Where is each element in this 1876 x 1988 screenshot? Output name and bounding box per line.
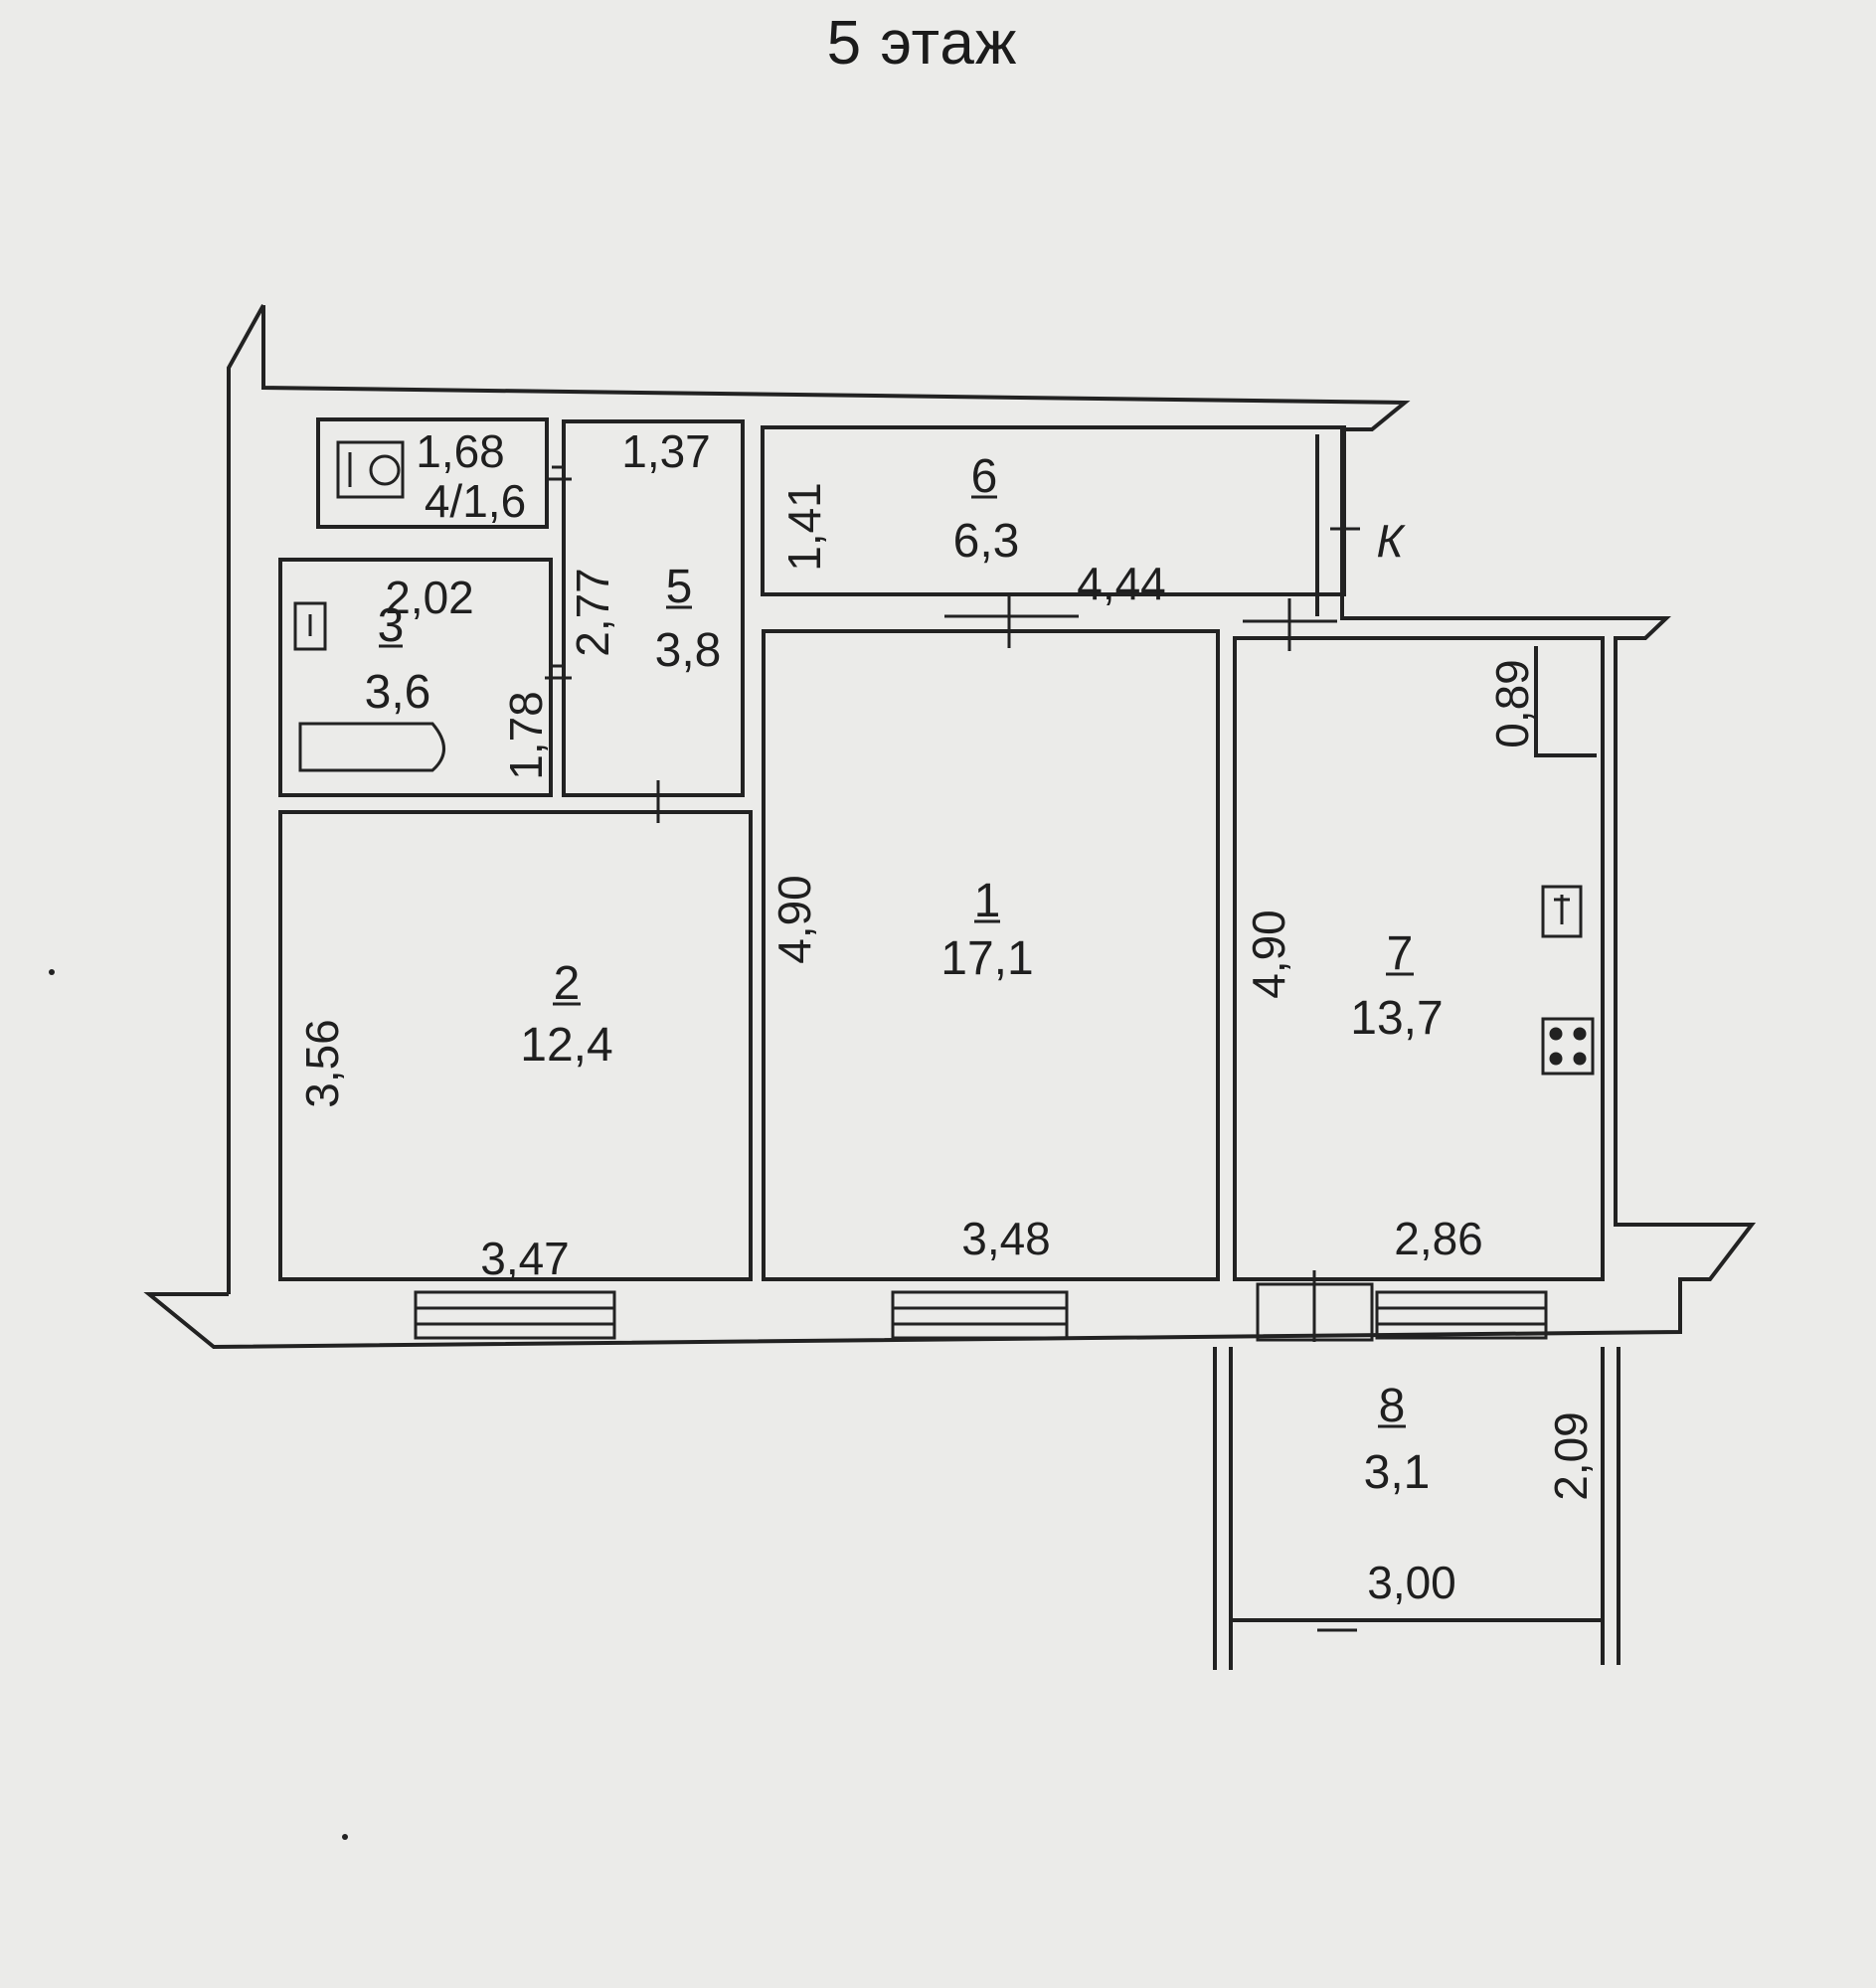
room-2-width: 3,47 bbox=[480, 1233, 570, 1284]
room-7-width: 2,86 bbox=[1394, 1213, 1483, 1264]
room-1-area: 17,1 bbox=[940, 932, 1033, 985]
toilet-icon bbox=[336, 440, 405, 499]
room-8-width: 3,00 bbox=[1367, 1557, 1456, 1608]
room-6-depth: 1,41 bbox=[778, 482, 830, 572]
room-2-depth: 3,56 bbox=[296, 1019, 348, 1108]
room-1-width: 3,48 bbox=[961, 1213, 1051, 1264]
room-1-outline bbox=[762, 629, 1220, 1281]
room-6-number: 6 bbox=[971, 450, 998, 503]
fixtures bbox=[293, 440, 1595, 1076]
room-2-outline bbox=[278, 810, 753, 1281]
room-outlines bbox=[278, 417, 1620, 1670]
room-6-area: 6,3 bbox=[953, 515, 1020, 568]
kitchen-sink-icon bbox=[1541, 885, 1583, 938]
room-6-width: 4,44 bbox=[1077, 558, 1166, 609]
room-5-depth: 2,77 bbox=[567, 568, 618, 657]
room-7-niche bbox=[1534, 646, 1597, 757]
room-3-number: 3 bbox=[378, 599, 405, 652]
room-3-area: 3,6 bbox=[365, 666, 431, 719]
stove-icon bbox=[1541, 1017, 1595, 1076]
room-4-outline bbox=[316, 417, 549, 529]
floor-title: 5 этаж bbox=[826, 9, 1018, 78]
dimension-labels: 1,68 1,37 2,02 4,44 3,47 3,48 2,86 3,00 … bbox=[296, 425, 1597, 1608]
room-5-width: 1,37 bbox=[621, 425, 711, 477]
windows bbox=[414, 1270, 1548, 1342]
room-8-number: 8 bbox=[1379, 1380, 1406, 1432]
outer-walls bbox=[143, 304, 1757, 1350]
room-7-number: 7 bbox=[1387, 927, 1414, 980]
doors bbox=[545, 465, 1360, 1632]
scan-dot bbox=[49, 969, 55, 975]
room-1-number: 1 bbox=[974, 875, 1001, 927]
room-4-label: 4/1,6 bbox=[425, 475, 526, 527]
room-3-depth: 1,78 bbox=[500, 691, 552, 780]
bathtub-icon bbox=[298, 722, 445, 772]
balcony-outline bbox=[1213, 1347, 1620, 1670]
room-8-area: 3,1 bbox=[1364, 1446, 1431, 1499]
room-5-area: 3,8 bbox=[655, 624, 722, 677]
scan-dot bbox=[342, 1834, 348, 1840]
room-2-number: 2 bbox=[554, 957, 581, 1010]
room-3-width: 2,02 bbox=[385, 572, 474, 623]
sink-icon bbox=[293, 601, 327, 651]
room-labels: 1 17,1 2 12,4 3 3,6 4/1,6 5 3,8 6 6,3 7 … bbox=[365, 450, 1444, 1499]
room-8-depth: 2,09 bbox=[1545, 1411, 1597, 1501]
room-7-depth: 4,90 bbox=[1243, 910, 1294, 999]
room-7-outline bbox=[1233, 636, 1605, 1281]
room-5-number: 5 bbox=[666, 561, 693, 613]
room-7-niche-dim: 0,89 bbox=[1486, 659, 1538, 748]
room-4-width: 1,68 bbox=[416, 425, 505, 477]
room-1-depth: 4,90 bbox=[768, 875, 820, 964]
room-2-area: 12,4 bbox=[520, 1019, 612, 1072]
marker-k: К bbox=[1376, 515, 1406, 567]
room-7-area: 13,7 bbox=[1350, 992, 1443, 1045]
room-6-outline bbox=[761, 425, 1346, 596]
